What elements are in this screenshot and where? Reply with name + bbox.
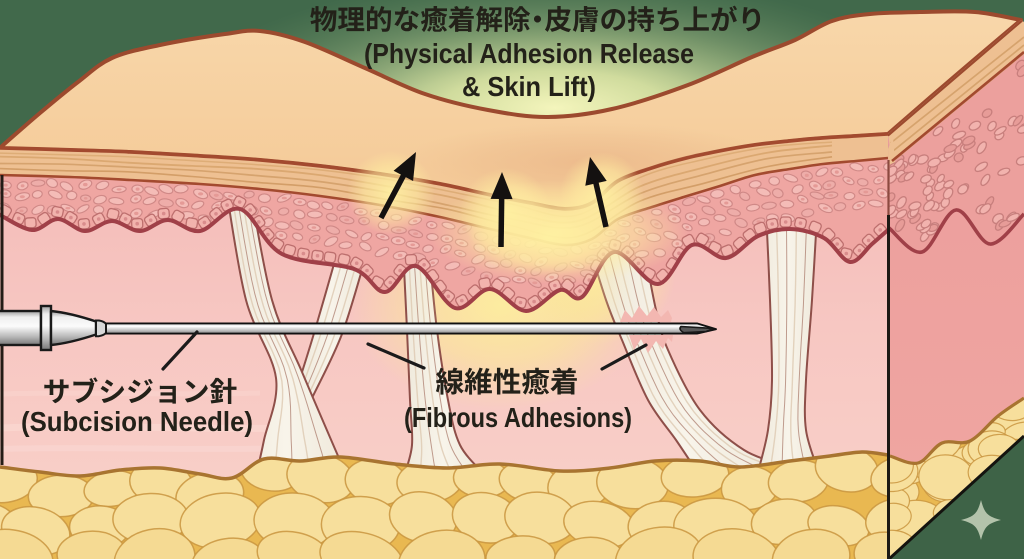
- svg-text:(Subcision Needle): (Subcision Needle): [21, 406, 253, 437]
- svg-text:(Fibrous Adhesions): (Fibrous Adhesions): [404, 402, 632, 433]
- svg-text:& Skin Lift): & Skin Lift): [462, 71, 596, 102]
- svg-text:(Physical Adhesion Release: (Physical Adhesion Release: [364, 38, 694, 69]
